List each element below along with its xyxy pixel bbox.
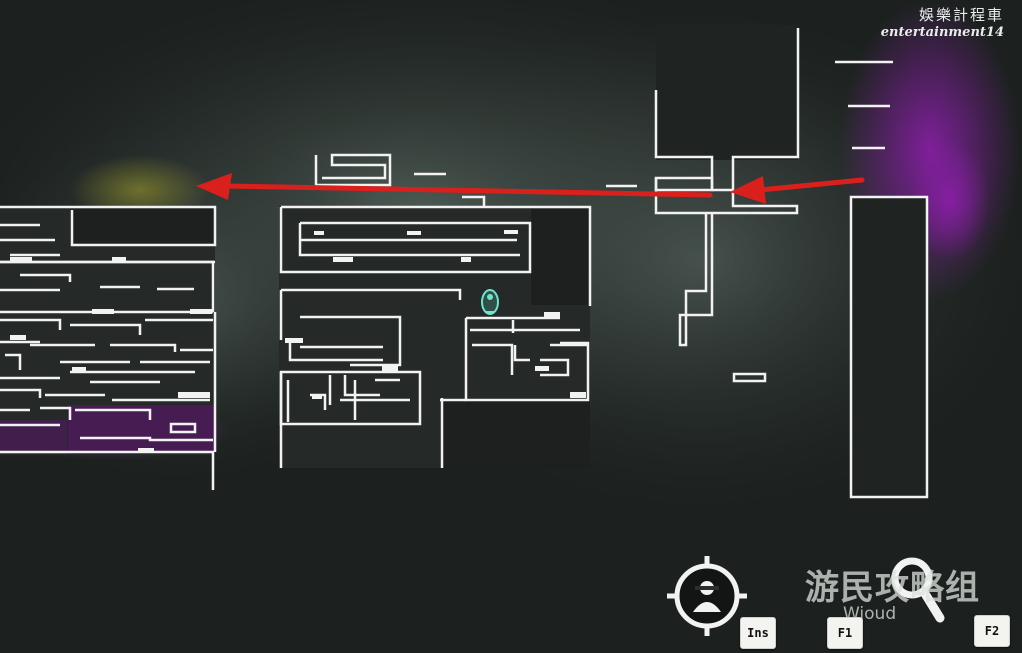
map-region-center bbox=[279, 153, 592, 468]
site-logo-chinese: 游民攻略组 bbox=[805, 568, 980, 608]
map-left-markers bbox=[10, 257, 212, 453]
map-center-markers bbox=[285, 230, 586, 399]
locate-key-button[interactable]: Ins bbox=[740, 617, 776, 649]
watermark: 娛樂計程車 entertainment14 bbox=[881, 4, 1004, 40]
map-region-left bbox=[0, 205, 217, 490]
map-key-button[interactable]: F1 bbox=[827, 617, 863, 649]
player-marker-icon bbox=[481, 289, 499, 315]
site-logo: 游民攻略组 Wioud bbox=[805, 560, 980, 624]
zoom-key-button[interactable]: F2 bbox=[974, 615, 1010, 647]
watermark-english: entertainment14 bbox=[880, 25, 1004, 40]
map-region-right bbox=[606, 25, 929, 499]
crosshair-player-icon[interactable] bbox=[667, 556, 747, 636]
watermark-chinese: 娛樂計程車 bbox=[918, 6, 1004, 24]
magnifier-icon[interactable] bbox=[891, 557, 945, 623]
route-arrow-icon bbox=[196, 173, 865, 204]
